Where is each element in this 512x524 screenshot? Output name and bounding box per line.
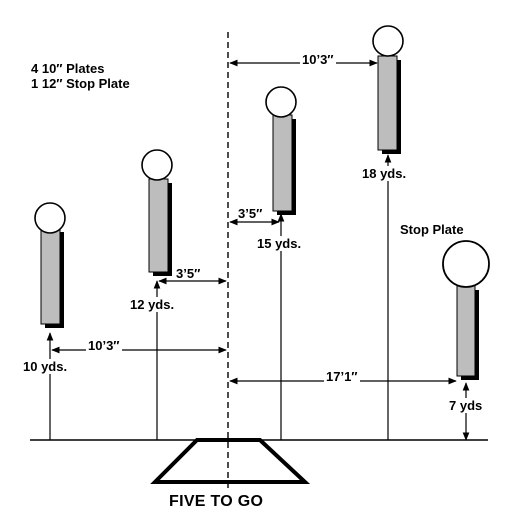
stop-plate-distance: 7 yds [447, 398, 485, 413]
legend-line-2: 1 12″ Stop Plate [31, 76, 130, 91]
stage-title: FIVE TO GO [169, 493, 264, 510]
left-span-label: 10’3″ [86, 338, 122, 353]
plate-4-distance: 18 yds. [361, 166, 408, 181]
top-span-label: 10’3″ [300, 52, 336, 67]
plate-3-distance: 15 yds. [256, 236, 303, 251]
stop-plate [442, 240, 490, 380]
legend-line-1: 4 10″ Plates [31, 61, 105, 76]
stop-span-label: 17’1″ [324, 369, 360, 384]
plate-1 [34, 202, 66, 328]
plate-2 [141, 149, 173, 276]
offset-12-label: 3’5″ [176, 266, 201, 281]
plate-4 [372, 25, 404, 154]
plate-1-distance: 10 yds. [22, 359, 69, 374]
offset-15-label: 3’5″ [238, 206, 263, 221]
plate-3 [265, 86, 297, 215]
stop-plate-label: Stop Plate [400, 222, 464, 237]
plate-2-distance: 12 yds. [129, 297, 176, 312]
shooting-box [150, 438, 311, 484]
